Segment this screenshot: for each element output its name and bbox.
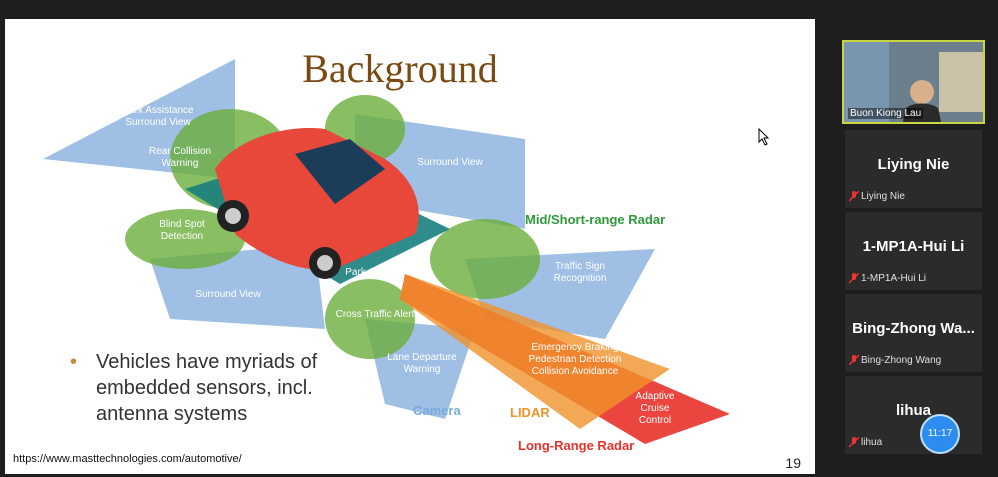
participant-name-large: Liying Nie (877, 156, 950, 173)
slide-title: Background (302, 46, 498, 91)
label-cross-traffic: Cross Traffic Alert (335, 309, 415, 320)
bullet-text: Vehicles have myriads of embedded sensor… (96, 351, 318, 425)
muted-mic-icon (849, 437, 859, 448)
participant-name-large: 1-MP1A-Hui Li (862, 238, 965, 255)
label-lidar: LIDAR (510, 405, 550, 420)
participant-name-large: lihua (895, 402, 931, 419)
page-number: 19 (785, 455, 801, 471)
muted-mic-icon (849, 355, 859, 366)
participant-name-small: Bing-Zhong Wang (861, 355, 942, 366)
label-adaptive: Adaptive Cruise Control (635, 391, 675, 426)
bullet-marker: • (70, 351, 78, 373)
video-participant-name: Buon Kiong Lau (848, 108, 924, 119)
label-rear-collision: Rear Collision Warning (148, 146, 212, 169)
label-emergency: Emergency Braking Pedestrian Detection C… (528, 342, 622, 377)
label-traffic-sign: Traffic Sign Recognition (553, 261, 607, 284)
label-camera: Camera (413, 403, 461, 418)
label-surround-view-left: Surround View (195, 289, 261, 300)
participant-name-large: Bing-Zhong Wa... (852, 320, 975, 337)
label-lane-departure: Lane Departure Warning (387, 352, 457, 375)
label-park-assist: Park Assist (345, 267, 395, 278)
meeting-timer[interactable]: 11:17 (920, 414, 960, 454)
person-video-icon (844, 42, 983, 122)
label-surround-view-top: Surround View (417, 157, 483, 168)
participant-video-buon-kiong-lau[interactable]: Buon Kiong Lau (842, 40, 985, 124)
label-mid-short-radar: Mid/Short-range Radar (525, 212, 666, 227)
bullet-point: • Vehicles have myriads of embedded sens… (70, 349, 350, 427)
label-blind-spot: Blind Spot Detection (159, 219, 205, 242)
muted-mic-icon (849, 191, 859, 202)
muted-mic-icon (849, 273, 859, 284)
participant-tile[interactable]: lihua lihua (845, 376, 982, 454)
participant-name-small: lihua (861, 437, 883, 448)
participant-tile[interactable]: 1-MP1A-Hui Li 1-MP1A-Hui Li (845, 212, 982, 290)
participant-name-small: Liying Nie (861, 191, 905, 202)
label-park-assistance: Park Assistance Surround View (122, 105, 194, 128)
mouse-cursor-icon (758, 128, 770, 146)
source-url: https://www.masttechnologies.com/automot… (13, 453, 242, 465)
participant-tile[interactable]: Liying Nie Liying Nie (845, 130, 982, 208)
sensor-diagram (43, 59, 730, 444)
participant-name-small: 1-MP1A-Hui Li (861, 273, 927, 284)
label-long-range-radar: Long-Range Radar (518, 438, 635, 453)
presentation-slide: Background Park Assistance Surround View… (5, 19, 815, 474)
participant-tile[interactable]: Bing-Zhong Wa... Bing-Zhong Wang (845, 294, 982, 372)
